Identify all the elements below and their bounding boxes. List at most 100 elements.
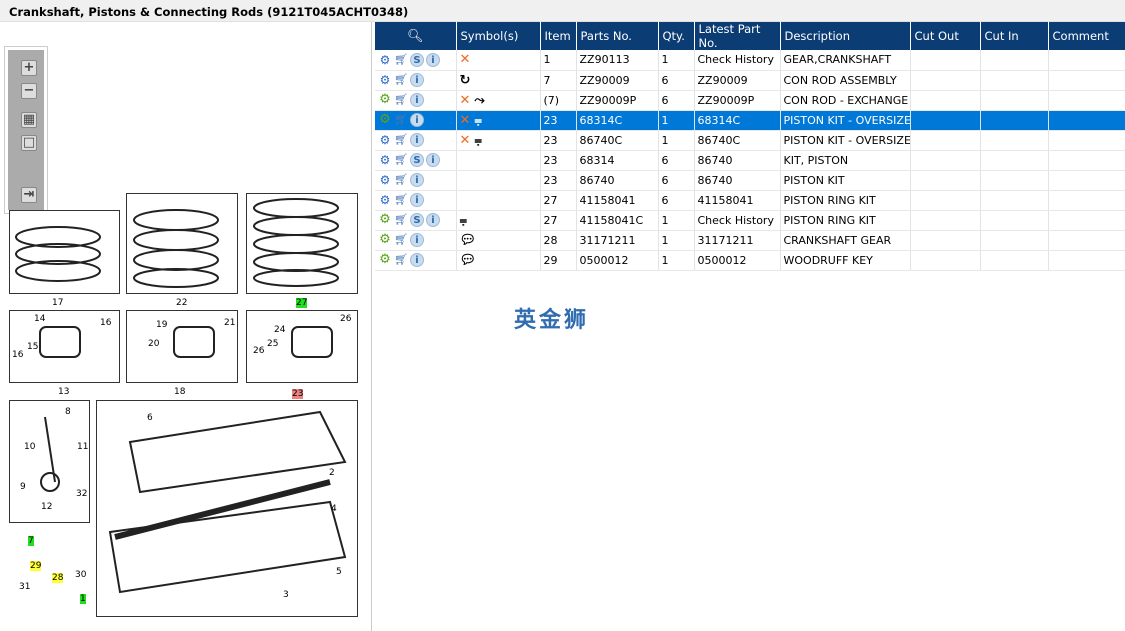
gears-icon[interactable]: ⚙ [379,173,391,187]
column-header[interactable]: Qty. [658,22,695,50]
cart-icon[interactable]: 🛒︎ [394,213,408,226]
callout[interactable]: 18 [174,387,186,397]
cart-icon[interactable]: 🛒︎ [394,193,408,206]
callout[interactable]: 30 [75,570,87,580]
supersession-icon[interactable]: S [410,153,424,167]
callout-highlighted[interactable]: 23 [292,389,304,399]
info-icon[interactable]: i [426,213,440,227]
cart-icon[interactable]: 🛒︎ [394,253,408,266]
cart-icon[interactable]: 🛒︎ [394,233,408,246]
supersession-icon[interactable]: S [410,213,424,227]
gear-icon[interactable]: ⚙ [379,232,391,247]
callout[interactable]: 12 [41,502,53,512]
callout[interactable]: 16 [100,318,112,328]
callout[interactable]: 17 [52,298,64,308]
column-header-tools[interactable]: 🔍︎ [375,22,457,50]
cart-icon[interactable]: 🛒︎ [394,113,408,126]
gears-icon[interactable]: ⚙ [379,73,391,87]
info-icon[interactable]: i [410,193,424,207]
column-header[interactable]: Cut In [980,22,1049,50]
diagram-piston-18[interactable] [126,310,238,383]
callout[interactable]: 9 [20,482,26,492]
cart-icon[interactable]: 🛒︎ [394,153,408,166]
info-icon[interactable]: i [410,233,424,247]
gears-icon[interactable]: ⚙ [379,133,391,147]
fit-view-button[interactable]: □ [21,135,37,151]
column-header[interactable]: Item [540,22,577,50]
search-icon[interactable]: 🔍︎ [406,28,424,44]
gear-icon[interactable]: ⚙ [379,212,391,227]
gears-icon[interactable]: ⚙ [379,193,391,207]
callout[interactable]: 5 [336,567,342,577]
export-button[interactable]: ⇥ [21,187,37,203]
info-icon[interactable]: i [410,133,424,147]
callout[interactable]: 4 [331,504,337,514]
gears-icon[interactable]: ⚙ [379,52,391,67]
info-icon[interactable]: i [410,253,424,267]
gears-icon[interactable]: ⚙ [379,153,391,167]
callout[interactable]: 26 [340,314,352,324]
callout[interactable]: 6 [147,413,153,423]
callout[interactable]: 8 [65,407,71,417]
zoom-out-button[interactable]: − [21,83,37,99]
info-icon[interactable]: i [410,93,424,107]
callout[interactable]: 16 [12,350,24,360]
diagram-piston-13[interactable] [9,310,120,383]
cart-icon[interactable]: 🛒︎ [394,173,408,186]
callout[interactable]: 10 [24,442,36,452]
grid-view-button[interactable]: ▦ [21,112,37,128]
callout[interactable]: 25 [267,339,279,349]
callout-highlighted[interactable]: 28 [52,573,64,583]
supersession-icon[interactable]: S [410,52,424,67]
cart-icon[interactable]: 🛒︎ [394,73,408,86]
info-icon[interactable]: i [426,52,440,67]
callout[interactable]: 22 [176,298,188,308]
cart-icon[interactable]: 🛒︎ [394,52,408,66]
column-header[interactable]: Description [780,22,911,50]
cart-icon[interactable]: 🛒︎ [394,133,408,146]
column-header[interactable]: Latest Part No. [694,22,781,50]
info-icon[interactable]: i [410,173,424,187]
callout[interactable]: 19 [156,320,168,330]
callout[interactable]: 15 [27,342,39,352]
column-header[interactable]: Cut Out [910,22,981,50]
zoom-in-button[interactable]: + [21,60,37,76]
diagram-conrod[interactable] [9,400,90,523]
callout[interactable]: 14 [34,314,46,324]
callout[interactable]: 32 [76,489,88,499]
diagram-piston-23[interactable] [246,310,358,383]
callout[interactable]: 26 [253,346,265,356]
callout[interactable]: 13 [58,387,70,397]
gear-icon[interactable]: ⚙ [379,92,391,107]
callout[interactable]: 11 [77,442,89,452]
callout[interactable]: 21 [224,318,236,328]
callout[interactable]: 2 [329,468,335,478]
gear-icon[interactable]: ⚙ [379,112,391,127]
callout[interactable]: 3 [283,590,289,600]
callout[interactable]: 20 [148,339,160,349]
info-icon[interactable]: i [426,153,440,167]
callout[interactable]: 24 [274,325,286,335]
callout-highlighted[interactable]: 1 [80,594,86,604]
diagram-panel[interactable]: + − ▦ □ ⇥ 17 22 27 14 16 15 16 13 19 20 … [0,22,372,631]
info-icon[interactable]: i [410,73,424,87]
info-icon[interactable]: i [410,113,424,127]
callout-highlighted[interactable]: 7 [28,536,34,546]
gear-icon[interactable]: ⚙ [379,252,391,267]
callout[interactable]: 31 [19,582,31,592]
column-header[interactable]: Symbol(s) [456,22,541,50]
column-header[interactable]: Parts No. [576,22,659,50]
callout-highlighted[interactable]: 27 [296,298,308,308]
callout-highlighted[interactable]: 29 [30,561,42,571]
cart-icon[interactable]: 🛒︎ [394,93,408,106]
